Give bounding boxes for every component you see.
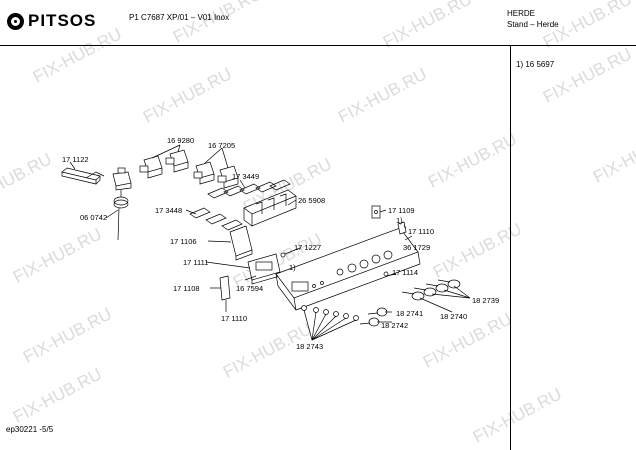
footnote: 1) 16 5697 xyxy=(516,60,555,69)
brand-logo: PITSOS xyxy=(7,11,96,31)
category-title: HERDE xyxy=(507,9,536,18)
label-171110-bottom: 17 1110 xyxy=(221,314,247,323)
label-169280: 16 9280 xyxy=(167,136,195,145)
label-265908: 26 5908 xyxy=(298,196,326,205)
category-subtitle: Stand – Herde xyxy=(507,20,559,29)
label-182743: 18 2743 xyxy=(296,342,324,351)
label-171109: 17 1109 xyxy=(388,206,415,215)
part-module-171111 xyxy=(247,253,281,285)
part-switches-169280 xyxy=(139,149,239,189)
page-reference: ep30221 -5/5 xyxy=(6,425,54,434)
part-knobs-182739 xyxy=(401,279,461,301)
part-bracket-171108 xyxy=(219,275,231,301)
label-171108: 17 1108 xyxy=(173,284,200,293)
label-182739: 18 2739 xyxy=(472,296,500,305)
part-housing-265908 xyxy=(243,189,297,227)
part-bracket-171106 xyxy=(229,225,253,261)
label-171114: 17 1114 xyxy=(392,268,418,277)
label-171106: 17 1106 xyxy=(170,237,197,246)
label-171227: 17 1227 xyxy=(294,243,322,252)
brand-name: PITSOS xyxy=(28,11,97,30)
side-column-divider xyxy=(510,45,511,450)
category: HERDE Stand – Herde xyxy=(507,8,559,30)
part-bracket-171109 xyxy=(371,205,381,219)
label-171122: 17 1122 xyxy=(62,155,89,164)
model-number: P1 C7687 XP/01 – V01 Inox xyxy=(129,13,230,22)
part-clip-171110 xyxy=(397,221,407,235)
label-171110-top: 17 1110 xyxy=(408,227,434,236)
label-060742: 06 0742 xyxy=(80,213,108,222)
part-buttons-182743 xyxy=(301,305,359,321)
part-thermostat-060742 xyxy=(112,167,132,241)
label-182741: 18 2741 xyxy=(396,309,424,318)
label-173449: 17 3449 xyxy=(232,172,260,181)
label-171111: 17 1111 xyxy=(183,258,209,267)
part-control-panel-361729 xyxy=(275,227,421,311)
brand-logo-mark xyxy=(7,12,24,30)
part-clips-173449 xyxy=(189,179,291,231)
label-182740: 18 2740 xyxy=(440,312,468,321)
label-182742: 18 2742 xyxy=(381,321,409,330)
label-173448: 17 3448 xyxy=(155,206,183,215)
part-screw-171227 xyxy=(280,247,301,258)
label-361729: 36 1729 xyxy=(403,243,431,252)
label-167205: 16 7205 xyxy=(208,141,236,150)
header-divider xyxy=(0,45,636,46)
footnote-marker: 1) xyxy=(289,263,296,272)
label-167594: 16 7594 xyxy=(236,284,264,293)
part-bracket-171122 xyxy=(61,167,105,185)
part-knobs-182741 xyxy=(359,307,388,327)
footnote-marker: 1) xyxy=(396,216,403,225)
